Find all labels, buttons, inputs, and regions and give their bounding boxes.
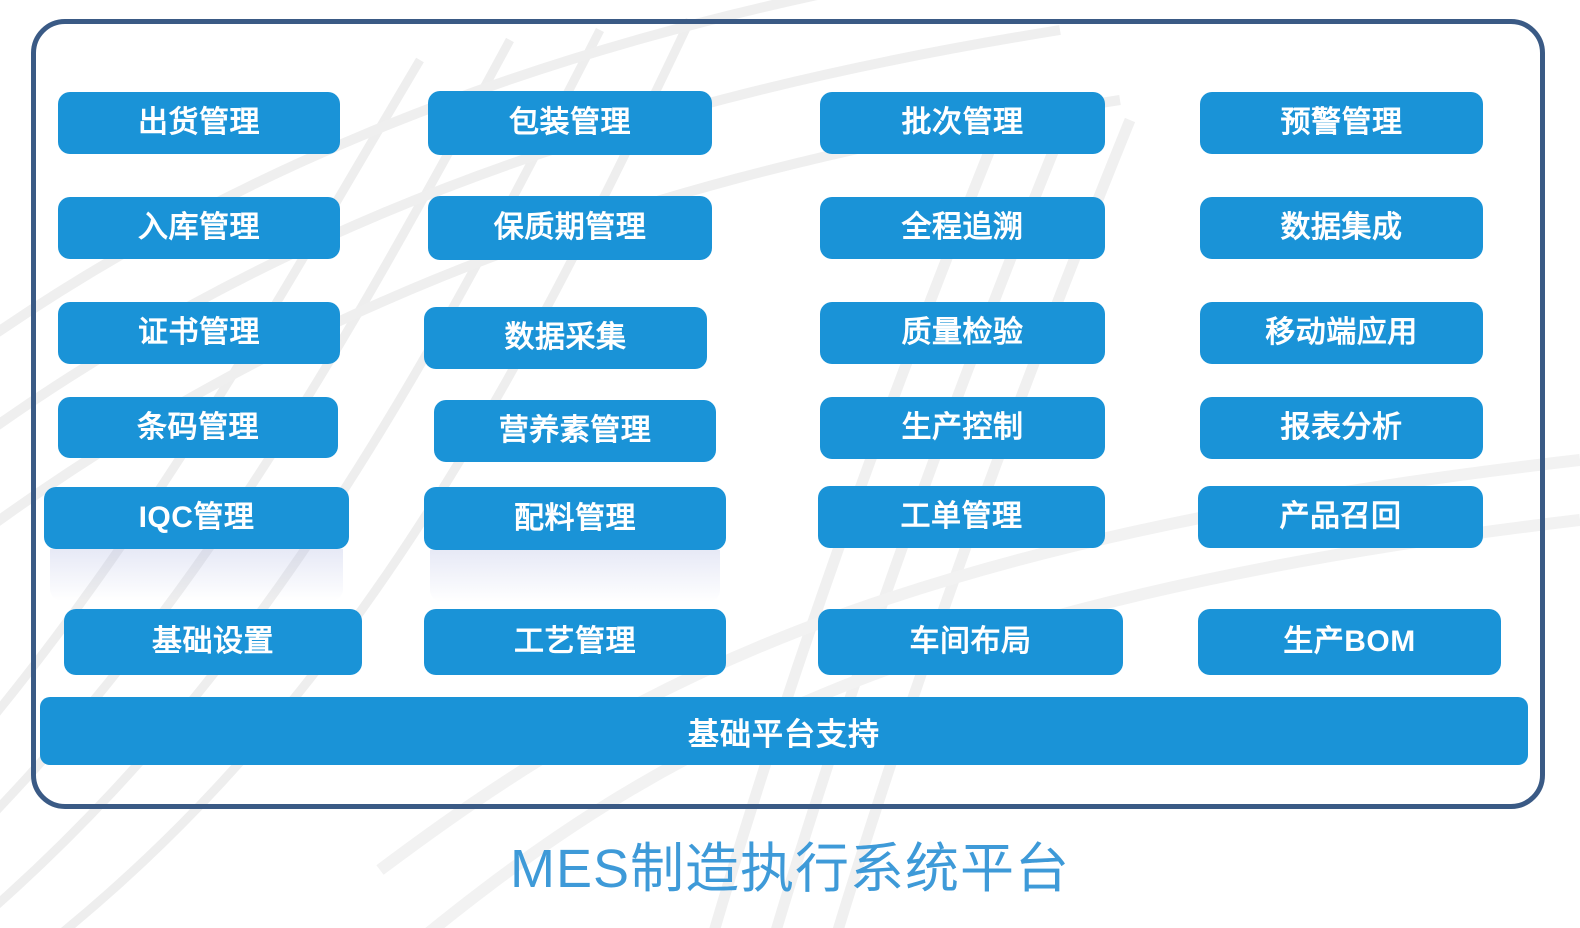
module-box[interactable]: 保质期管理 xyxy=(428,196,712,260)
module-label: 基础设置 xyxy=(152,625,274,658)
module-box[interactable]: 车间布局 xyxy=(818,609,1123,675)
module-box[interactable]: 质量检验 xyxy=(820,302,1105,364)
diagram-caption: MES制造执行系统平台 xyxy=(0,824,1580,903)
module-label: 包装管理 xyxy=(509,106,631,139)
module-box[interactable]: 报表分析 xyxy=(1200,397,1483,459)
module-box[interactable]: IQC管理 xyxy=(44,487,349,601)
module-label: 数据采集 xyxy=(504,321,627,354)
module-box[interactable]: 数据采集 xyxy=(424,307,707,369)
platform-support-label: 基础平台支持 xyxy=(688,716,880,752)
module-label: 预警管理 xyxy=(1280,106,1403,139)
module-label: 工艺管理 xyxy=(514,625,636,658)
module-label: 产品召回 xyxy=(1279,500,1402,533)
diagram-title-text: MES制造执行系统平台 xyxy=(509,839,1071,899)
module-label: 数据集成 xyxy=(1280,211,1403,244)
module-label: 配料管理 xyxy=(514,501,636,535)
module-label: 证书管理 xyxy=(138,316,260,349)
module-label: 生产控制 xyxy=(901,411,1024,444)
module-box[interactable]: 证书管理 xyxy=(58,302,340,364)
module-box[interactable]: 批次管理 xyxy=(820,92,1105,154)
module-box[interactable]: 工单管理 xyxy=(818,486,1105,548)
module-box[interactable]: 移动端应用 xyxy=(1200,302,1483,364)
module-label: 车间布局 xyxy=(909,625,1032,658)
module-box[interactable]: 预警管理 xyxy=(1200,92,1483,154)
module-label: 生产BOM xyxy=(1283,625,1416,658)
module-box[interactable]: 入库管理 xyxy=(58,197,340,259)
module-label: 全程追溯 xyxy=(901,211,1024,244)
module-box[interactable]: 出货管理 xyxy=(58,92,340,154)
module-label: 保质期管理 xyxy=(493,211,647,244)
module-box[interactable]: 数据集成 xyxy=(1200,197,1483,259)
module-box[interactable]: 全程追溯 xyxy=(820,197,1105,259)
module-box[interactable]: 营养素管理 xyxy=(434,400,716,462)
module-box[interactable]: 生产BOM xyxy=(1198,609,1501,675)
module-box[interactable]: 包装管理 xyxy=(428,91,712,155)
module-box[interactable]: 工艺管理 xyxy=(424,609,726,675)
module-label: 入库管理 xyxy=(138,211,260,244)
platform-support-bar[interactable]: 基础平台支持 xyxy=(40,697,1528,765)
module-label: 条码管理 xyxy=(137,410,259,444)
module-label: 质量检验 xyxy=(901,316,1024,349)
module-label: 营养素管理 xyxy=(498,414,652,447)
module-box[interactable]: 条码管理 xyxy=(58,397,338,458)
module-label: 报表分析 xyxy=(1280,411,1403,444)
module-box[interactable]: 生产控制 xyxy=(820,397,1105,459)
module-box[interactable]: 基础设置 xyxy=(64,609,362,675)
module-label: 批次管理 xyxy=(901,106,1024,139)
module-box[interactable]: 配料管理 xyxy=(424,487,726,602)
module-label: IQC管理 xyxy=(138,501,255,534)
module-box[interactable]: 产品召回 xyxy=(1198,486,1483,548)
module-label: 移动端应用 xyxy=(1265,316,1418,349)
module-label: 出货管理 xyxy=(138,106,260,139)
module-label: 工单管理 xyxy=(900,500,1023,533)
